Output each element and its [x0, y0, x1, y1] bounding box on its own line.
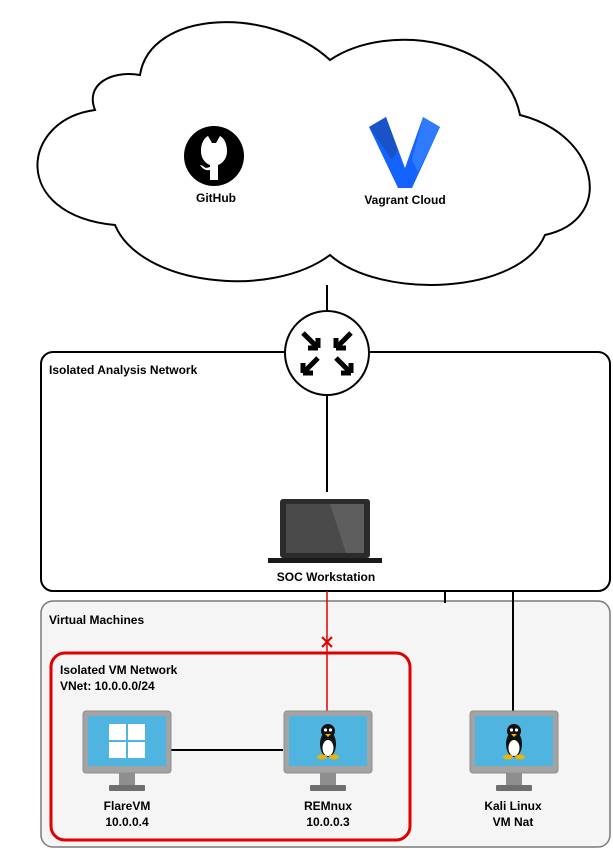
- kali-name: Kali Linux: [484, 799, 542, 813]
- isolated-vm-network-title: Isolated VM Network: [60, 663, 178, 677]
- laptop-icon: [268, 499, 382, 563]
- github-label: GitHub: [196, 191, 236, 205]
- flarevm-name: FlareVM: [103, 799, 151, 813]
- cloud-shape: [36, 21, 591, 286]
- soc-workstation-label: SOC Workstation: [276, 570, 376, 584]
- analysis-network-title: Isolated Analysis Network: [49, 363, 198, 377]
- flarevm-ip: 10.0.0.4: [105, 815, 149, 829]
- windows-icon: [109, 724, 145, 758]
- vnet-label: VNet: 10.0.0.0/24: [60, 679, 155, 693]
- blocked-x-icon: [321, 636, 333, 648]
- vm-group-title: Virtual Machines: [49, 613, 145, 627]
- vagrant-cloud-label: Vagrant Cloud: [364, 193, 446, 207]
- remnux-name: REMnux: [304, 799, 352, 813]
- isolated-vm-network-box: [49, 651, 412, 842]
- github-icon: [184, 126, 244, 186]
- kali-detail: VM Nat: [492, 815, 534, 829]
- vagrant-icon: [369, 117, 440, 188]
- remnux-ip: 10.0.0.3: [306, 815, 350, 829]
- flarevm-monitor-icon: [82, 710, 172, 792]
- router-icon: [284, 310, 370, 396]
